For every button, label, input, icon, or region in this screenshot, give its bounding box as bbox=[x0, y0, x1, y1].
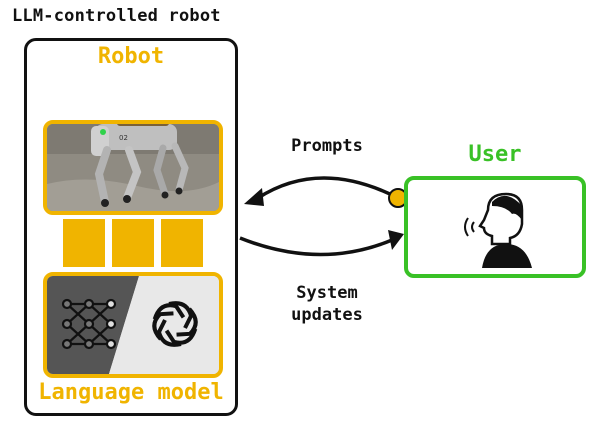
neural-network-icon bbox=[61, 298, 117, 350]
language-model-box bbox=[43, 272, 223, 378]
connector-block-2 bbox=[112, 219, 154, 267]
system-updates-line1: System bbox=[296, 283, 358, 303]
language-model-label: Language model bbox=[38, 380, 224, 405]
system-updates-line2: updates bbox=[291, 305, 363, 325]
updates-arrowhead bbox=[388, 230, 404, 250]
updates-arrow bbox=[239, 236, 393, 257]
llm-robot-frame bbox=[24, 38, 238, 416]
robot-photo: 02 bbox=[43, 120, 223, 215]
user-label: User bbox=[468, 142, 522, 167]
openai-logo-icon bbox=[152, 301, 198, 347]
language-model-graphic bbox=[47, 276, 219, 374]
robot-label: Robot bbox=[97, 44, 165, 69]
user-box bbox=[404, 176, 586, 278]
robot-dog-photo: 02 bbox=[47, 124, 219, 211]
prompts-arrowhead bbox=[244, 188, 264, 206]
system-updates-label: System updates bbox=[262, 282, 392, 326]
robot-id-text: 02 bbox=[119, 134, 128, 142]
diagram-title: LLM-controlled robot bbox=[12, 6, 221, 26]
prompts-arrow bbox=[257, 176, 399, 200]
person-speaking-icon bbox=[464, 192, 532, 268]
connector-block-3 bbox=[161, 219, 203, 267]
prompts-label: Prompts bbox=[291, 136, 363, 156]
connector-block-1 bbox=[63, 219, 105, 267]
